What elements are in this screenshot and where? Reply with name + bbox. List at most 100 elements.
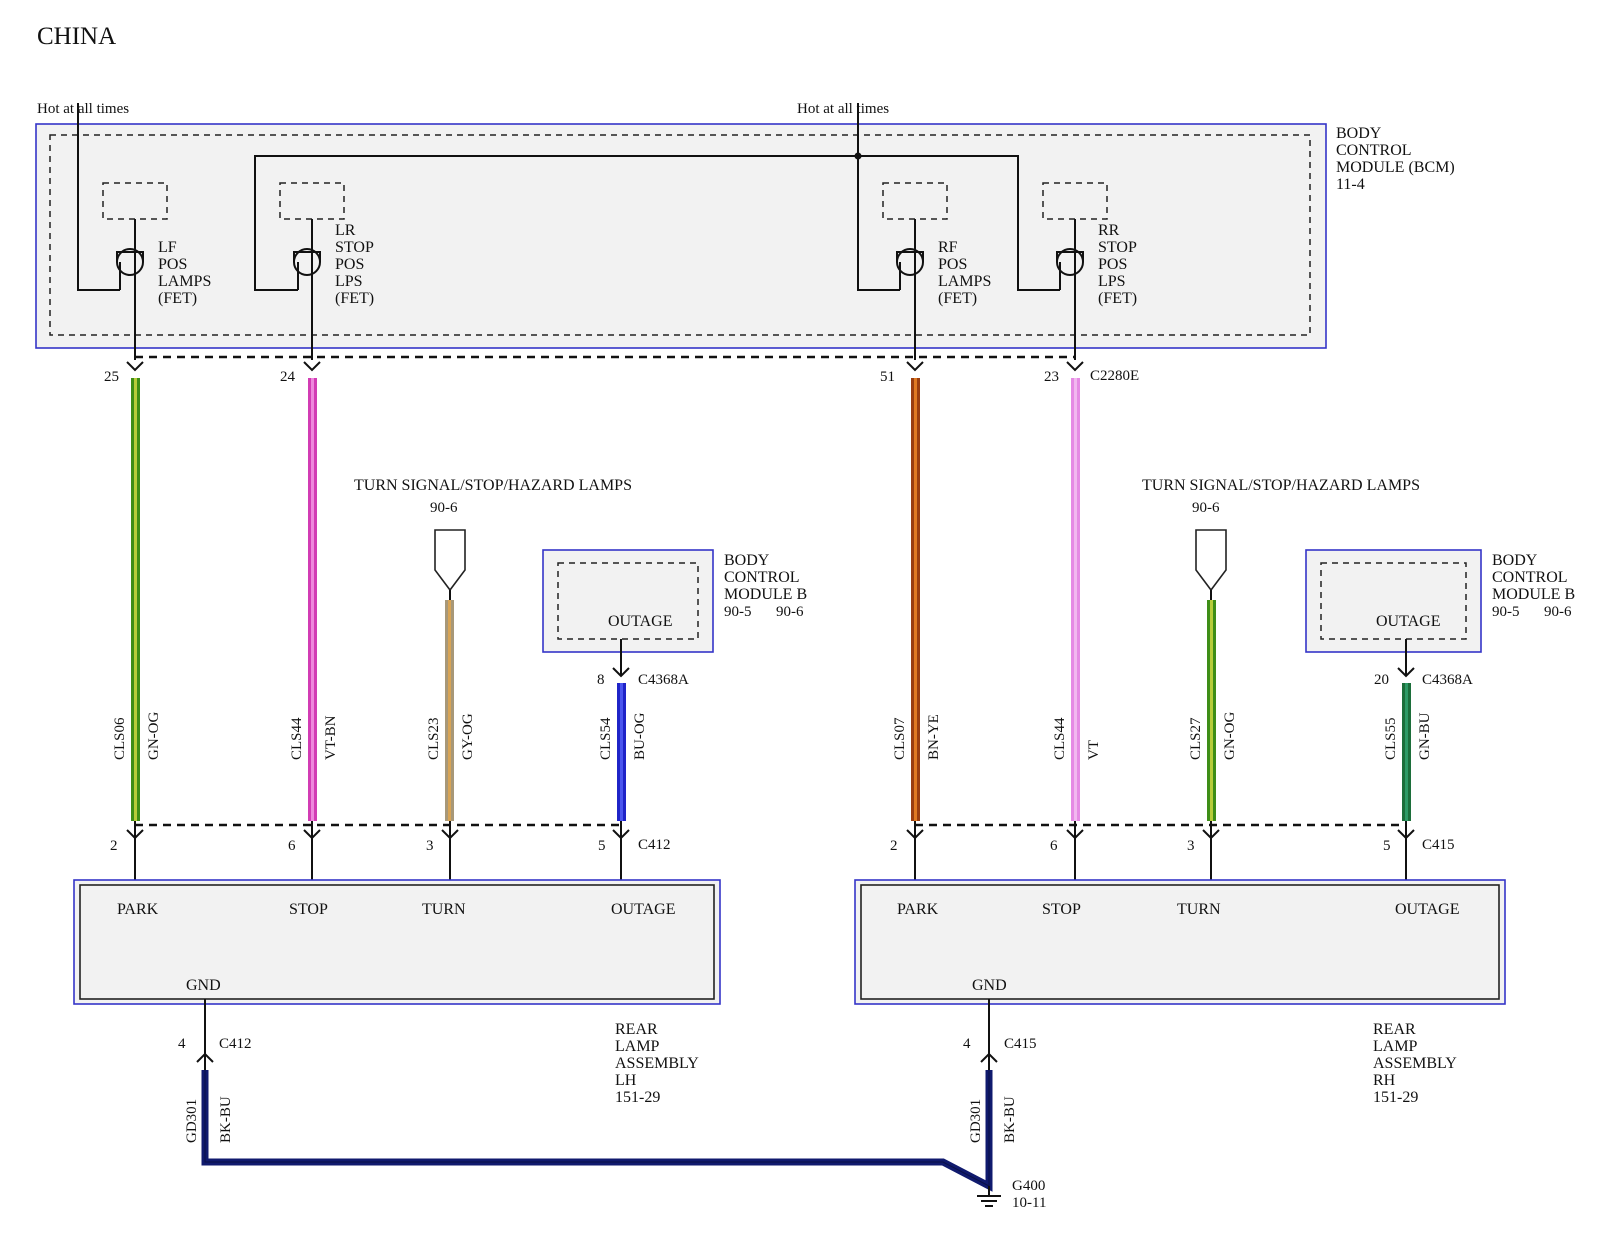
svg-text:CLS44: CLS44 [1052, 717, 1068, 760]
fet-lr: LR STOP POS LPS (FET) [279, 182, 377, 360]
bcm-b-rh: OUTAGE BODY CONTROL MODULE B 90-5 90-6 2… [1305, 549, 1575, 821]
svg-text:90-5: 90-5 [1492, 604, 1520, 620]
svg-text:2: 2 [890, 838, 898, 854]
bcm-wires [131, 378, 1080, 821]
bcm-b-lh: OUTAGE BODY CONTROL MODULE B 90-5 90-6 8… [542, 549, 807, 821]
ground-circuit: 4 C412 4 C415 GD301 BK-BU GD301 BK-BU G4… [178, 999, 1046, 1211]
bcm-pin-51: 51 [880, 369, 895, 385]
bcm-b-rh-outage: OUTAGE [1376, 613, 1440, 630]
turn-signal-ref-rh: TURN SIGNAL/STOP/HAZARD LAMPS 90-6 [1142, 477, 1420, 821]
turn-signal-label-rh: TURN SIGNAL/STOP/HAZARD LAMPS [1142, 477, 1420, 494]
svg-text:90-6: 90-6 [776, 604, 804, 620]
wire-labels: CLS06 GN-OG CLS44 VT-BN CLS23 GY-OG CLS5… [112, 712, 1433, 760]
svg-text:BN-YE: BN-YE [926, 714, 942, 760]
splice-dot [854, 152, 862, 160]
svg-text:CLS55: CLS55 [1383, 717, 1399, 760]
svg-text:VT: VT [1086, 740, 1102, 760]
fet-lr-label: LR STOP POS LPS (FET) [335, 222, 377, 307]
connector-flag-lh [434, 529, 466, 592]
bcm-connector-id: C2280E [1090, 368, 1139, 384]
gnd-c412-id: C412 [219, 1036, 252, 1052]
bcm-b-lh-pin: 8 [597, 672, 605, 688]
svg-text:BU-OG: BU-OG [632, 712, 648, 760]
fet-rf: RF POS LAMPS (FET) [882, 182, 995, 360]
bcm-b-rh-label: BODY CONTROL MODULE B [1492, 552, 1575, 603]
svg-text:PARK: PARK [117, 901, 159, 918]
rear-lamp-rh: PARK STOP TURN OUTAGE GND REAR LAMP ASSE… [854, 879, 1506, 1106]
svg-text:VT-BN: VT-BN [323, 715, 339, 760]
bcm-power-feeds [77, 103, 1060, 291]
bcm-pin-24: 24 [280, 369, 296, 385]
svg-text:4: 4 [178, 1036, 186, 1052]
turn-signal-ref-lh-num: 90-6 [430, 500, 458, 516]
svg-text:GN-OG: GN-OG [146, 712, 162, 760]
svg-text:4: 4 [963, 1036, 971, 1052]
svg-text:CLS23: CLS23 [426, 717, 442, 760]
rear-lamp-rh-label: REAR LAMP ASSEMBLY RH 151-29 [1373, 1021, 1460, 1106]
bcm-pin-arrows [126, 361, 1084, 372]
svg-text:6: 6 [288, 838, 296, 854]
bcm-b-lh-label: BODY CONTROL MODULE B [724, 552, 807, 603]
turn-signal-ref-rh-num: 90-6 [1192, 500, 1220, 516]
svg-text:90-5: 90-5 [724, 604, 752, 620]
svg-text:90-6: 90-6 [1544, 604, 1572, 620]
rh-gnd-label: GND [972, 977, 1007, 994]
svg-text:CLS44: CLS44 [289, 717, 305, 760]
svg-text:GN-OG: GN-OG [1222, 712, 1238, 760]
bcm-pin-23: 23 [1044, 369, 1059, 385]
bcm-module: BODY CONTROL MODULE (BCM) 11-4 [35, 123, 1459, 349]
fet-rr-label: RR STOP POS LPS (FET) [1098, 222, 1140, 307]
bcm-pin-25: 25 [104, 369, 119, 385]
svg-text:GY-OG: GY-OG [460, 713, 476, 760]
svg-text:PARK: PARK [897, 901, 939, 918]
svg-text:BK-BU: BK-BU [1002, 1096, 1018, 1143]
turn-signal-label-lh: TURN SIGNAL/STOP/HAZARD LAMPS [354, 477, 632, 494]
rear-lamp-lh-label: REAR LAMP ASSEMBLY LH 151-29 [615, 1021, 702, 1106]
svg-text:GN-BU: GN-BU [1417, 712, 1433, 760]
svg-text:CLS06: CLS06 [112, 717, 128, 760]
power-label-left: Hot at all times [37, 101, 129, 117]
c412-connector-id: C412 [638, 837, 671, 853]
bcm-inner-dashed [49, 134, 1311, 336]
svg-text:2: 2 [110, 838, 118, 854]
bcm-box [35, 123, 1327, 349]
fet-rf-label: RF POS LAMPS (FET) [938, 239, 995, 307]
ground-ref: 10-11 [1012, 1195, 1046, 1211]
bcm-b-lh-connector: C4368A [638, 672, 689, 688]
svg-text:STOP: STOP [1042, 901, 1081, 918]
wire-gd301 [201, 1070, 993, 1192]
rh-pins: 2 6 3 5 C415 [890, 821, 1455, 885]
svg-text:CLS27: CLS27 [1188, 717, 1204, 760]
svg-text:GD301: GD301 [184, 1099, 200, 1143]
gnd-c415-id: C415 [1004, 1036, 1037, 1052]
rear-lamp-lh: PARK STOP TURN OUTAGE GND REAR LAMP ASSE… [73, 879, 721, 1106]
power-label-right: Hot at all times [797, 101, 889, 117]
bcm-b-lh-outage: OUTAGE [608, 613, 672, 630]
bcm-b-rh-connector: C4368A [1422, 672, 1473, 688]
c415-connector-id: C415 [1422, 837, 1455, 853]
svg-text:CLS07: CLS07 [892, 717, 908, 760]
lh-gnd-label: GND [186, 977, 221, 994]
bcm-b-rh-pin: 20 [1374, 672, 1389, 688]
fet-rr: RR STOP POS LPS (FET) [1042, 182, 1140, 360]
turn-signal-ref-lh: TURN SIGNAL/STOP/HAZARD LAMPS 90-6 [354, 477, 632, 821]
ground-name: G400 [1012, 1178, 1045, 1194]
svg-text:6: 6 [1050, 838, 1058, 854]
page-title: CHINA [37, 23, 116, 50]
svg-text:BK-BU: BK-BU [218, 1096, 234, 1143]
svg-text:OUTAGE: OUTAGE [611, 901, 675, 918]
svg-text:3: 3 [426, 838, 434, 854]
bcm-label: BODY CONTROL MODULE (BCM) 11-4 [1336, 125, 1459, 193]
svg-text:3: 3 [1187, 838, 1195, 854]
svg-text:STOP: STOP [289, 901, 328, 918]
fet-lf: LF POS LAMPS (FET) [102, 182, 211, 360]
svg-text:5: 5 [1383, 838, 1391, 854]
connector-flag-rh [1195, 529, 1227, 592]
svg-text:5: 5 [598, 838, 606, 854]
lh-pins: 2 6 3 5 C412 [110, 821, 671, 885]
svg-text:TURN: TURN [422, 901, 466, 918]
svg-text:CLS54: CLS54 [598, 717, 614, 760]
svg-text:GD301: GD301 [968, 1099, 984, 1143]
svg-text:OUTAGE: OUTAGE [1395, 901, 1459, 918]
